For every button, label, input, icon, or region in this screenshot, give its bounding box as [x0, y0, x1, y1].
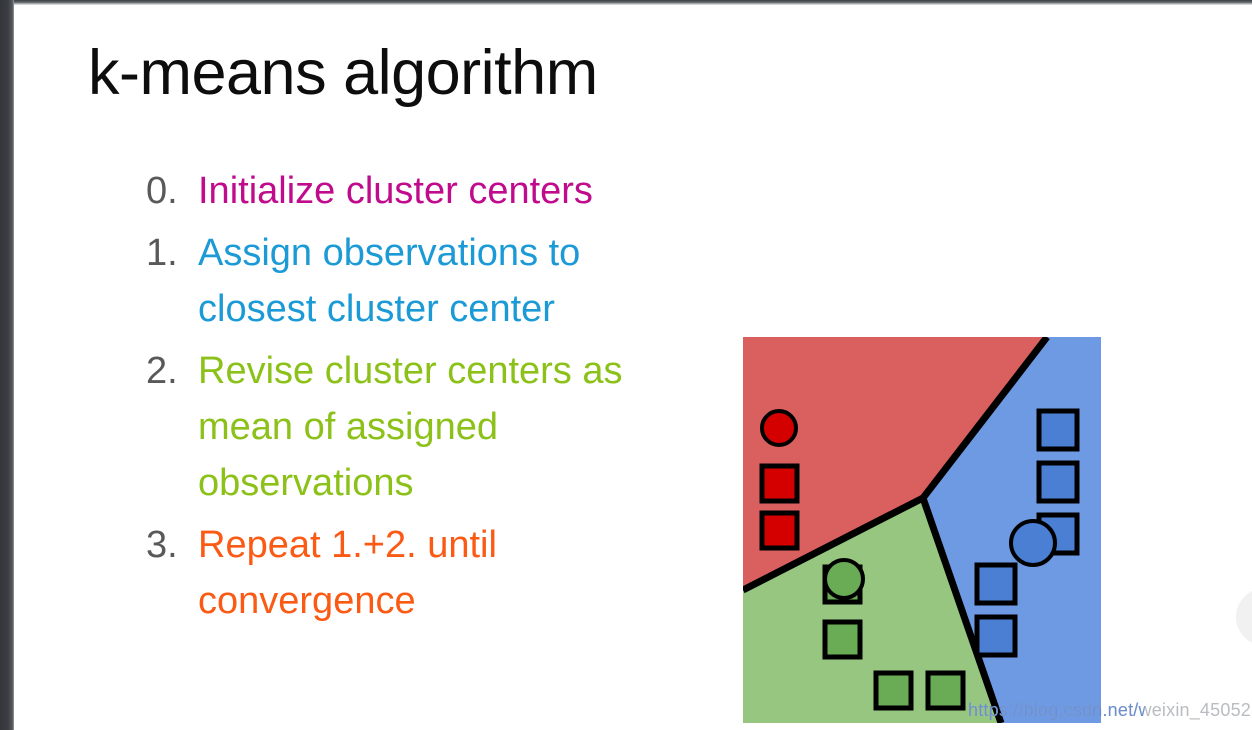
slide-canvas: k-means algorithm 0. Initialize cluster …	[14, 5, 1252, 730]
region-red-cluster	[743, 337, 1047, 590]
region-green-cluster	[743, 498, 1001, 723]
voronoi-cluster-diagram	[729, 332, 1101, 724]
list-item-step-1: 1. Assign observations to closest cluste…	[146, 225, 706, 337]
browser-left-edge	[0, 0, 14, 730]
data-point-blue-square-5	[974, 614, 1018, 658]
data-point-green-square-2	[822, 619, 863, 660]
algorithm-steps-list: 0. Initialize cluster centers 1. Assign …	[146, 163, 706, 635]
step-text-2: Revise cluster centers as mean of assign…	[198, 350, 623, 504]
data-point-green-square-4	[925, 670, 966, 711]
boundary-red-green	[743, 494, 925, 594]
boundary-red-blue	[920, 337, 1050, 501]
list-item-step-0: 0. Initialize cluster centers	[146, 163, 706, 219]
data-point-green-circle	[823, 558, 865, 600]
step-text-0: Initialize cluster centers	[198, 170, 593, 212]
step-text-1: Assign observations to closest cluster c…	[198, 232, 581, 330]
data-point-green-square-3	[873, 670, 914, 711]
data-point-blue-square-4	[974, 562, 1018, 606]
data-point-red-circle	[760, 409, 798, 447]
step-number-2: 2.	[146, 350, 178, 392]
list-item-step-2: 2. Revise cluster centers as mean of ass…	[146, 343, 706, 511]
browser-top-edge	[0, 0, 1252, 5]
data-point-blue-square-1	[1036, 408, 1080, 452]
edge-circle-artifact	[1236, 588, 1252, 646]
boundary-green-blue	[919, 496, 1005, 723]
step-number-3: 3.	[146, 524, 178, 566]
data-point-red-square-1	[759, 463, 800, 504]
data-point-red-square-2	[759, 510, 800, 551]
step-text-3: Repeat 1.+2. until convergence	[198, 524, 497, 622]
voronoi-diagram-svg	[743, 337, 1101, 723]
step-number-1: 1.	[146, 232, 178, 274]
page-title: k-means algorithm	[88, 38, 598, 108]
data-point-blue-circle	[1009, 519, 1057, 567]
data-point-blue-square-2	[1036, 460, 1080, 504]
list-item-step-3: 3. Repeat 1.+2. until convergence	[146, 517, 706, 629]
step-number-0: 0.	[146, 170, 178, 212]
